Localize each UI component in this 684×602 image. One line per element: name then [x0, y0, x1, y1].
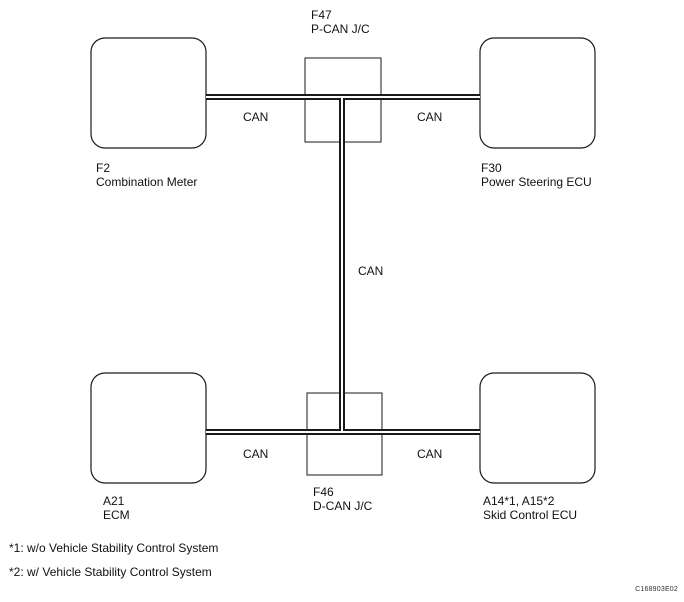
- p-can-jc-code: F47: [311, 8, 332, 22]
- combination-meter-code: F2: [96, 161, 111, 175]
- ecm-code: A21: [103, 494, 125, 508]
- skid-control-code: A14*1, A15*2: [483, 494, 555, 508]
- figure-code: C168903E02: [635, 586, 678, 593]
- d-can-jc-name: D-CAN J/C: [313, 499, 373, 513]
- skid-control-ecu-box: [479, 372, 596, 484]
- can-label-vertical: CAN: [358, 264, 384, 278]
- power-steering-ecu-box: [479, 37, 596, 149]
- combination-meter-name: Combination Meter: [96, 175, 198, 189]
- p-can-jc-name: P-CAN J/C: [311, 22, 370, 36]
- can-label-bottom-right: CAN: [417, 447, 443, 461]
- skid-control-name: Skid Control ECU: [483, 508, 578, 522]
- can-label-bottom-left: CAN: [243, 447, 269, 461]
- combination-meter-box: [90, 37, 207, 149]
- can-label-top-left: CAN: [243, 110, 269, 124]
- power-steering-code: F30: [481, 161, 502, 175]
- can-label-top-right: CAN: [417, 110, 443, 124]
- footnote-1: *1: w/o Vehicle Stability Control System: [9, 541, 219, 555]
- footnote-2: *2: w/ Vehicle Stability Control System: [9, 565, 212, 579]
- ecm-name: ECM: [103, 508, 130, 522]
- ecm-box: [90, 372, 207, 484]
- d-can-jc-code: F46: [313, 485, 334, 499]
- can-bus-wires: [206, 94, 480, 435]
- power-steering-name: Power Steering ECU: [481, 175, 592, 189]
